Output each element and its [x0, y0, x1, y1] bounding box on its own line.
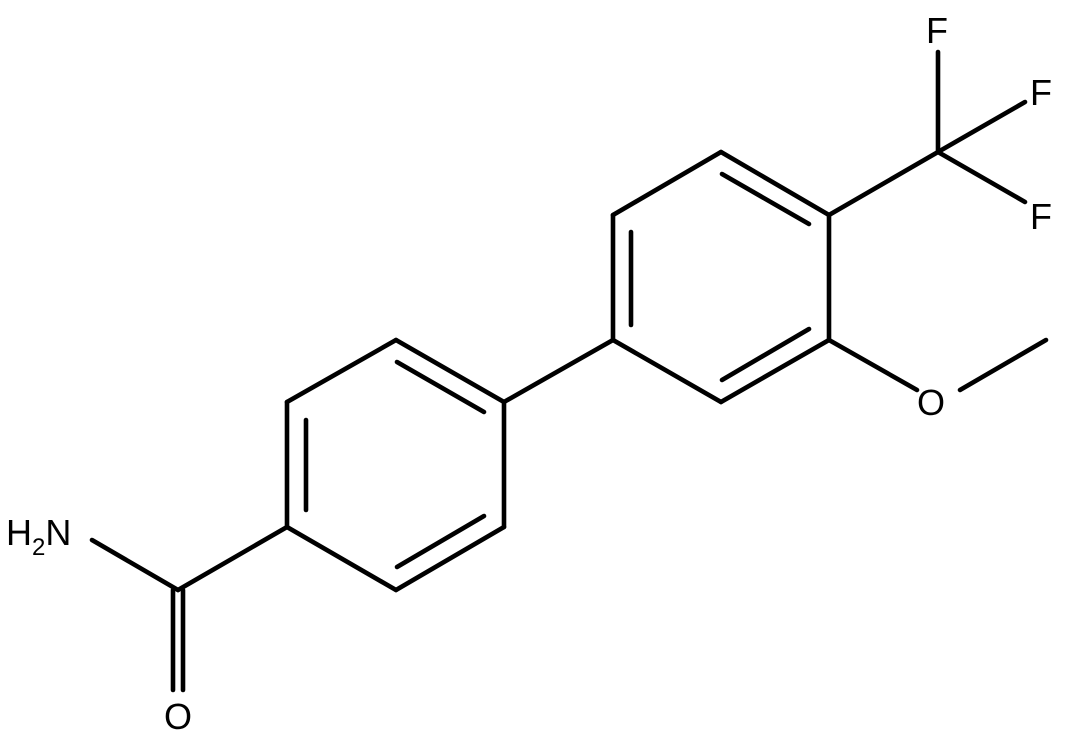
methoxy-oxygen-label: O [917, 382, 945, 423]
fluorine-label-2: F [1030, 72, 1052, 113]
bond-c-f3 [935, 149, 1028, 205]
ring2-bond-3 [718, 149, 832, 218]
ring1-bond-5 [393, 524, 507, 593]
bond-ring-o [826, 337, 920, 393]
bond-ring-cf3 [826, 149, 941, 218]
bond-o-ch3 [957, 337, 1049, 393]
amide-n-subscript: 2 [32, 534, 45, 561]
ring2-bond-2 [610, 149, 724, 218]
ring1-bond-3 [393, 337, 507, 405]
bond-n-c [89, 537, 181, 593]
biaryl-bond [501, 337, 616, 405]
carbonyl-oxygen-label: O [164, 696, 192, 737]
ring2-bond-5 [718, 337, 832, 405]
benzene-ring-2 [610, 149, 832, 405]
ring1-bond-2 [284, 337, 399, 405]
ring1-inner-bond-3 [394, 513, 487, 570]
amide-n-atom: N [45, 512, 71, 553]
fluorine-label-3: F [1030, 196, 1052, 237]
methoxy-group [826, 337, 1049, 393]
amide-group [89, 524, 290, 693]
ring2-inner-bond-3 [719, 326, 812, 383]
bond-c-ring1 [175, 524, 290, 593]
ring2-bond-6 [610, 337, 724, 405]
ring1-inner-bond-2 [394, 359, 487, 415]
ring2-inner-bond-2 [719, 171, 812, 227]
ring1-bond-6 [284, 524, 399, 593]
trifluoromethyl-group [826, 49, 1028, 218]
fluorine-label-1: F [926, 10, 948, 51]
bond-c-f2 [935, 99, 1028, 155]
amide-n-h: H [6, 512, 32, 553]
amide-n-label: H2N [6, 512, 71, 561]
benzene-ring-1 [284, 337, 507, 593]
